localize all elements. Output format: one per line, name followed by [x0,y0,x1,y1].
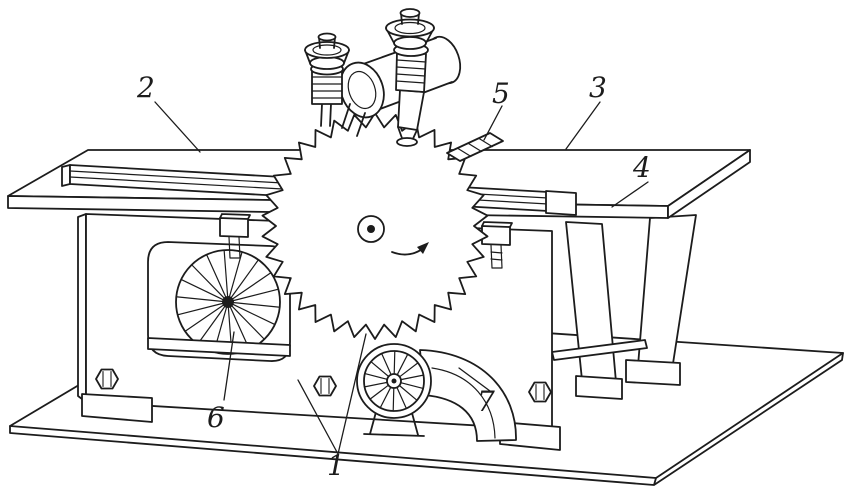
hex-right [528,381,552,403]
belt-guard [419,349,517,442]
drive-pulley [356,343,432,437]
rear-right-foot [625,359,681,386]
pulley-inner [363,350,425,412]
base-plate-thickness [9,352,844,486]
pulley-spokes [364,350,424,412]
adjust-screw-left [304,32,350,127]
leader-lines [154,101,649,455]
wedge-ribs [457,138,493,157]
saw-blade [261,112,489,340]
guard-bracket [341,103,366,137]
leader-3 [565,101,601,150]
cylinder-left-rim [347,70,377,110]
leader-7 [458,367,491,392]
leader-4 [611,181,649,208]
rail-right-block [545,190,577,216]
callout-2: 2 [137,71,155,104]
hex-bolts [95,368,552,403]
body-left-foot [81,393,153,423]
leader-6 [223,331,235,401]
motor-base-band [147,337,291,357]
riving-wedge [446,132,504,162]
belt-guard-rib [431,367,496,439]
leg-stretcher [551,339,648,361]
motor-wheel-hub [222,296,234,308]
rotation-arrow-head [417,242,429,254]
adjust-screw-right [385,8,435,147]
callout-4: 4 [633,151,651,184]
mount-bolt-left [219,213,251,259]
hex-left-hatch [102,370,112,388]
rail-left-cap [61,164,71,187]
hex-right-hatch [535,383,545,401]
front-right-foot [575,375,623,400]
hex-mid [313,375,337,397]
callout-3: 3 [589,71,607,104]
right-legs [551,214,697,400]
pulley-hub-dot [391,378,397,384]
callout-6: 6 [207,401,225,434]
motor-wheel-spokes [176,250,280,354]
hex-left [95,368,119,390]
drawing-root [7,8,844,486]
leader-2 [154,101,201,153]
table-right-edge [667,149,751,219]
body-left-side [77,213,87,403]
motor-compartment [147,241,291,362]
leader-5 [483,105,503,141]
blade-arbor-dot [367,225,375,233]
pulley-mount [363,411,425,437]
leader-1 [297,333,367,455]
callout-1: 1 [327,449,345,482]
hex-mid-hatch [320,377,330,395]
callout-5: 5 [492,77,510,110]
callout-7: 7 [477,385,495,418]
